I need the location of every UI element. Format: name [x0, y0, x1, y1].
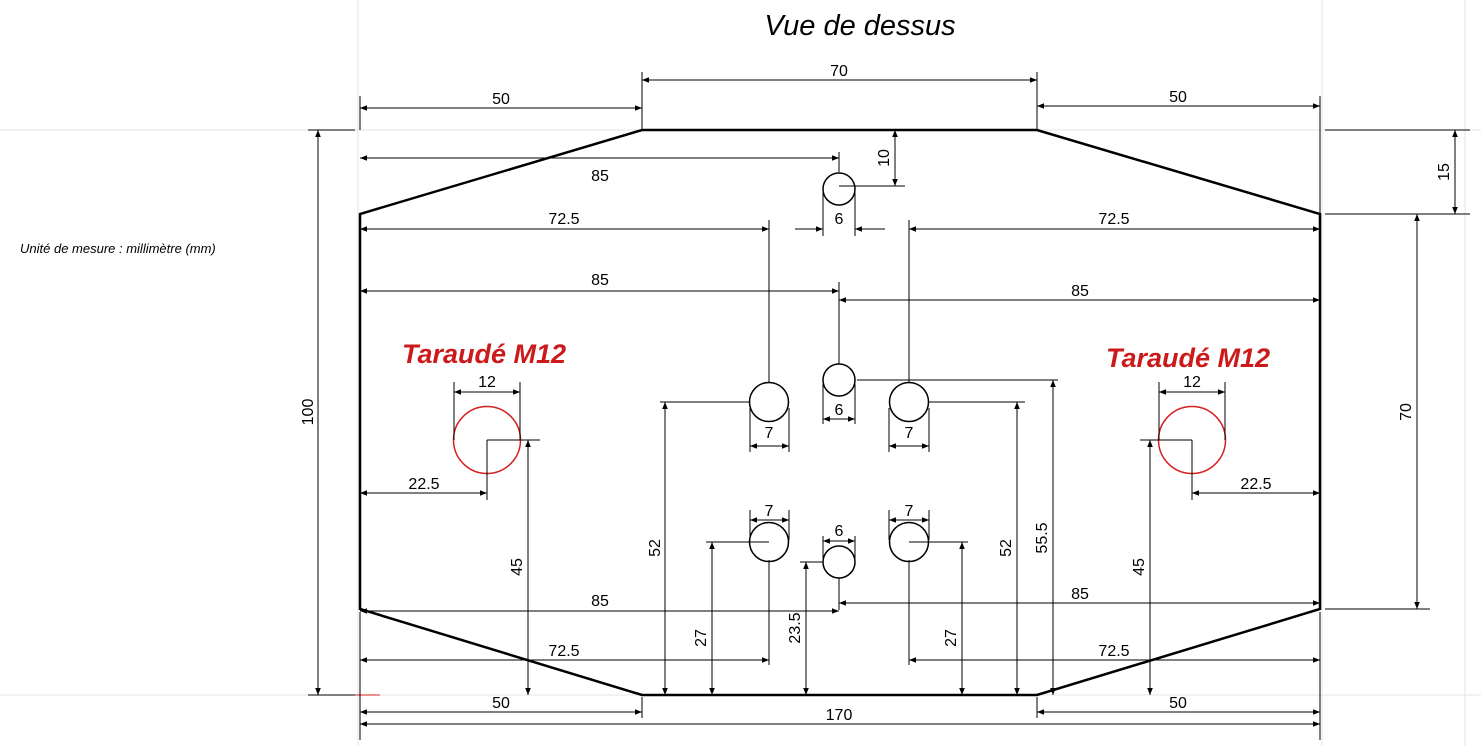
dim-left-hole-7-top: 7	[765, 425, 774, 442]
dim-right-72-5-bottom: 72.5	[1098, 643, 1129, 660]
hole-center-6-mid	[822, 363, 856, 397]
dim-27-left: 27	[693, 629, 710, 647]
part-outline	[358, 128, 1322, 697]
dim-bottom-left-50: 50	[492, 695, 510, 712]
drawing-title: Vue de dessus	[764, 10, 956, 42]
dim-right-hole-7-bottom: 7	[905, 503, 914, 520]
dim-85-e: 85	[1071, 586, 1089, 603]
dim-52-left: 52	[647, 539, 664, 557]
dim-height-70: 70	[1398, 403, 1415, 421]
dim-top-left-50: 50	[492, 91, 510, 108]
dim-27-right: 27	[943, 629, 960, 647]
dim-45-right: 45	[1131, 558, 1148, 576]
dim-right-hole-7-top: 7	[905, 425, 914, 442]
dim-tap-right-22-5: 22.5	[1240, 476, 1271, 493]
dim-tap-left-22-5: 22.5	[408, 476, 439, 493]
hole-center-6-bottom	[822, 545, 856, 579]
dim-bottom-right-50: 50	[1169, 695, 1187, 712]
extension-lines	[308, 72, 1470, 740]
dim-85-c: 85	[1071, 283, 1089, 300]
dim-left-72-5-top: 72.5	[548, 211, 579, 228]
dim-left-hole-7-bottom: 7	[765, 503, 774, 520]
origin-mark	[346, 680, 380, 712]
dim-45-left: 45	[509, 558, 526, 576]
dimension-lines	[315, 77, 1458, 727]
hole-top-6	[822, 172, 856, 206]
dim-bottom-170: 170	[826, 707, 853, 724]
dim-tap-left-12: 12	[478, 374, 496, 391]
dim-left-72-5-bottom: 72.5	[548, 643, 579, 660]
dim-tap-right-12: 12	[1183, 374, 1201, 391]
dim-top-right-50: 50	[1169, 89, 1187, 106]
dim-23-5: 23.5	[787, 612, 804, 643]
tap-label-right: Taraudé M12	[1106, 343, 1271, 373]
dim-15: 15	[1436, 163, 1453, 181]
hole-left-7-top	[748, 381, 790, 423]
dim-hole-top-6: 6	[835, 211, 844, 228]
dim-center-hole-6-bottom: 6	[835, 523, 844, 540]
dim-52-right: 52	[998, 539, 1015, 557]
unit-note: Unité de mesure : millimètre (mm)	[20, 241, 216, 256]
dim-85-b: 85	[591, 272, 609, 289]
tap-label-left: Taraudé M12	[402, 339, 567, 369]
dimension-labels: 50 70 50 85 10 15 6 72.5 72.5 85 85 100 …	[300, 63, 1453, 724]
holes	[452, 172, 1227, 579]
dim-85-a: 85	[591, 168, 609, 185]
hole-right-7-top	[888, 381, 930, 423]
dim-right-72-5-top: 72.5	[1098, 211, 1129, 228]
dim-85-d: 85	[591, 593, 609, 610]
dim-10: 10	[876, 149, 893, 167]
dim-top-70: 70	[830, 63, 848, 80]
dim-center-hole-6-mid: 6	[835, 402, 844, 419]
dim-height-100: 100	[300, 399, 317, 426]
dim-55-5: 55.5	[1034, 522, 1051, 553]
